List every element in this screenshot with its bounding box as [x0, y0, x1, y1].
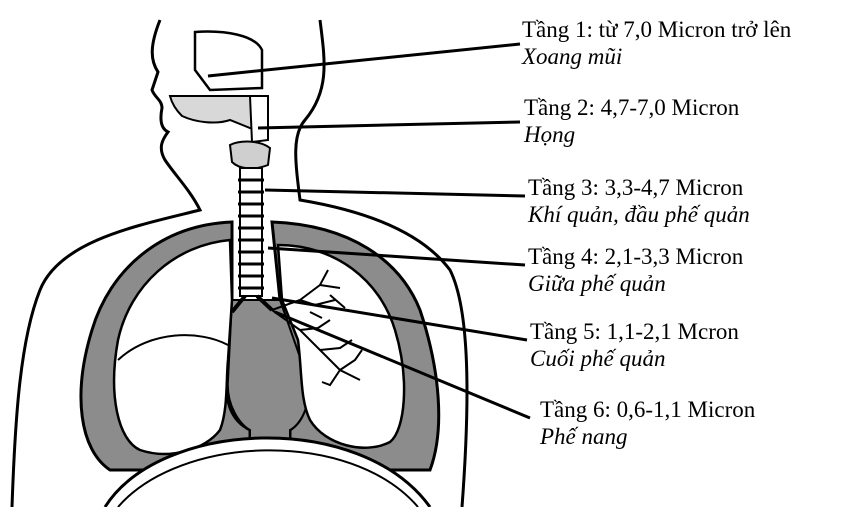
level-5-label: Tầng 5: 1,1-2,1 Mcron Cuối phế quản: [530, 318, 739, 372]
pharynx: [250, 96, 268, 142]
level-6-region: Phế nang: [540, 423, 755, 450]
level-1-region: Xoang mũi: [522, 43, 791, 70]
level-4-title: Tầng 4: 2,1-3,3 Micron: [528, 243, 743, 270]
level-6-title: Tầng 6: 0,6-1,1 Micron: [540, 396, 755, 423]
level-6-label: Tầng 6: 0,6-1,1 Micron Phế nang: [540, 396, 755, 450]
leader-line-2: [258, 122, 520, 128]
level-1-label: Tầng 1: từ 7,0 Micron trở lên Xoang mũi: [522, 16, 791, 70]
oral-cavity: [170, 96, 259, 128]
leader-line-3: [265, 190, 525, 196]
larynx: [230, 142, 270, 169]
level-2-label: Tầng 2: 4,7-7,0 Micron Họng: [524, 94, 739, 148]
level-3-label: Tầng 3: 3,3-4,7 Micron Khí quản, đầu phế…: [528, 174, 750, 228]
level-5-title: Tầng 5: 1,1-2,1 Mcron: [530, 318, 739, 345]
level-5-region: Cuối phế quản: [530, 345, 739, 372]
level-1-title: Tầng 1: từ 7,0 Micron trở lên: [522, 16, 791, 43]
level-4-region: Giữa phế quản: [528, 270, 743, 297]
level-3-title: Tầng 3: 3,3-4,7 Micron: [528, 174, 750, 201]
level-4-label: Tầng 4: 2,1-3,3 Micron Giữa phế quản: [528, 243, 743, 297]
level-2-region: Họng: [524, 121, 739, 148]
level-2-title: Tầng 2: 4,7-7,0 Micron: [524, 94, 739, 121]
nasal-cavity: [195, 32, 262, 90]
level-3-region: Khí quản, đầu phế quản: [528, 201, 750, 228]
